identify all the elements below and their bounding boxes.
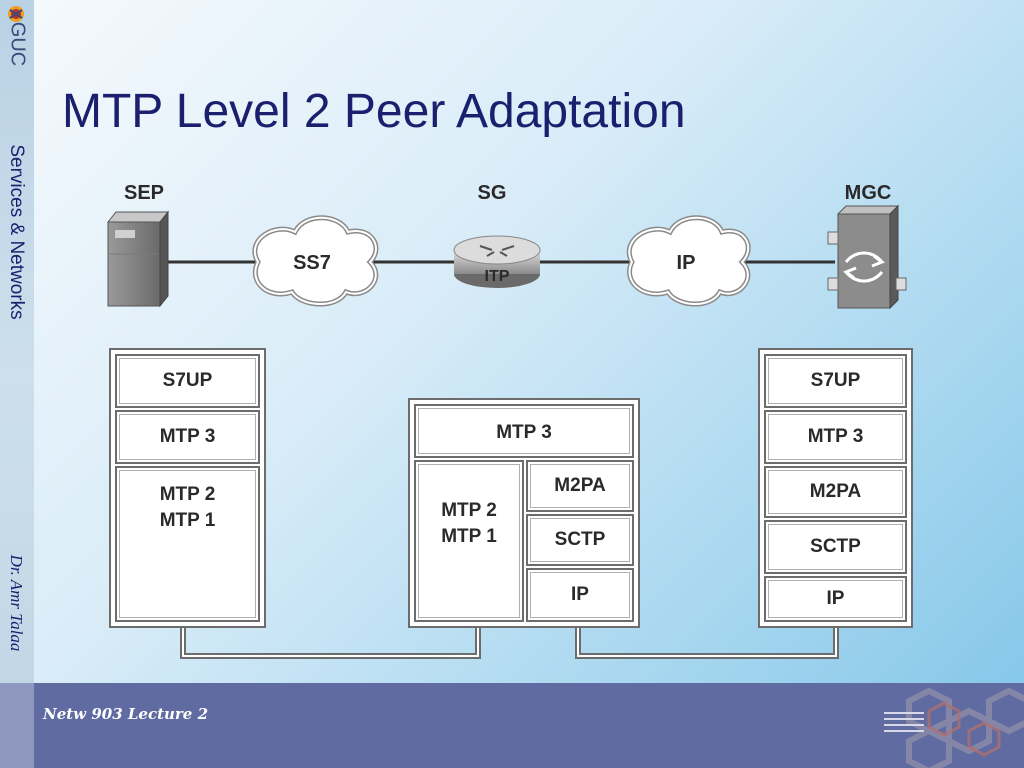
hexagon-logo-icon bbox=[884, 687, 1024, 768]
mgc-label: MGC bbox=[844, 182, 892, 204]
sg-protocol-stack: MTP 3 MTP 2 MTP 1 M2PA SCTP IP bbox=[408, 398, 640, 628]
sg-layer-sctp: SCTP bbox=[526, 514, 634, 566]
network-diagram: SS7 ITP IP bbox=[106, 182, 913, 659]
sg-layer-mtp2-mtp1: MTP 2 MTP 1 bbox=[414, 460, 524, 622]
sg-mgc-wire bbox=[575, 628, 839, 659]
router-icon bbox=[453, 235, 541, 288]
mgc-layer-m2pa: M2PA bbox=[764, 466, 907, 518]
ss7-cloud-icon bbox=[252, 215, 379, 307]
router-label: ITP bbox=[485, 268, 510, 285]
sep-layer-mtp3: MTP 3 bbox=[115, 410, 260, 464]
mgc-protocol-stack: S7UP MTP 3 M2PA SCTP IP bbox=[758, 348, 913, 628]
mgc-layer-mtp3: MTP 3 bbox=[764, 410, 907, 464]
footer-left-strip bbox=[0, 683, 34, 768]
ip-link-label: IP bbox=[677, 252, 696, 274]
mgc-layer-sctp: SCTP bbox=[764, 520, 907, 574]
sg-mgc-wire-inner bbox=[577, 628, 837, 657]
mgc-layer-ip: IP bbox=[764, 576, 907, 622]
ss7-link-label: SS7 bbox=[293, 252, 331, 274]
mgc-layer-s7up: S7UP bbox=[764, 354, 907, 408]
sep-layer-mtp2-mtp1: MTP 2 MTP 1 bbox=[115, 466, 260, 622]
sg-label: SG bbox=[477, 182, 507, 204]
slide-title: MTP Level 2 Peer Adaptation bbox=[62, 85, 686, 138]
sep-sg-wire bbox=[180, 628, 481, 659]
ip-cloud-icon bbox=[626, 215, 751, 307]
sg-layer-ip: IP bbox=[526, 568, 634, 622]
sidebar: GUC Services & Networks Dr. Amr Talaa bbox=[0, 0, 34, 683]
footer-course-label: Netw 903 Lecture 2 bbox=[43, 705, 209, 723]
mgc-device-icon bbox=[827, 204, 907, 310]
server-icon bbox=[106, 210, 170, 308]
sg-layer-m2pa: M2PA bbox=[526, 460, 634, 512]
sep-label: SEP bbox=[123, 182, 165, 204]
sep-protocol-stack: S7UP MTP 3 MTP 2 MTP 1 bbox=[109, 348, 266, 628]
diagram-drawing: SS7 ITP IP bbox=[106, 204, 907, 659]
sep-layer-s7up: S7UP bbox=[115, 354, 260, 408]
sg-layer-mtp3: MTP 3 bbox=[414, 404, 634, 458]
sep-sg-wire-inner bbox=[182, 628, 479, 657]
footer-bar: Netw 903 Lecture 2 bbox=[0, 683, 1024, 768]
guc-logo bbox=[8, 6, 24, 22]
